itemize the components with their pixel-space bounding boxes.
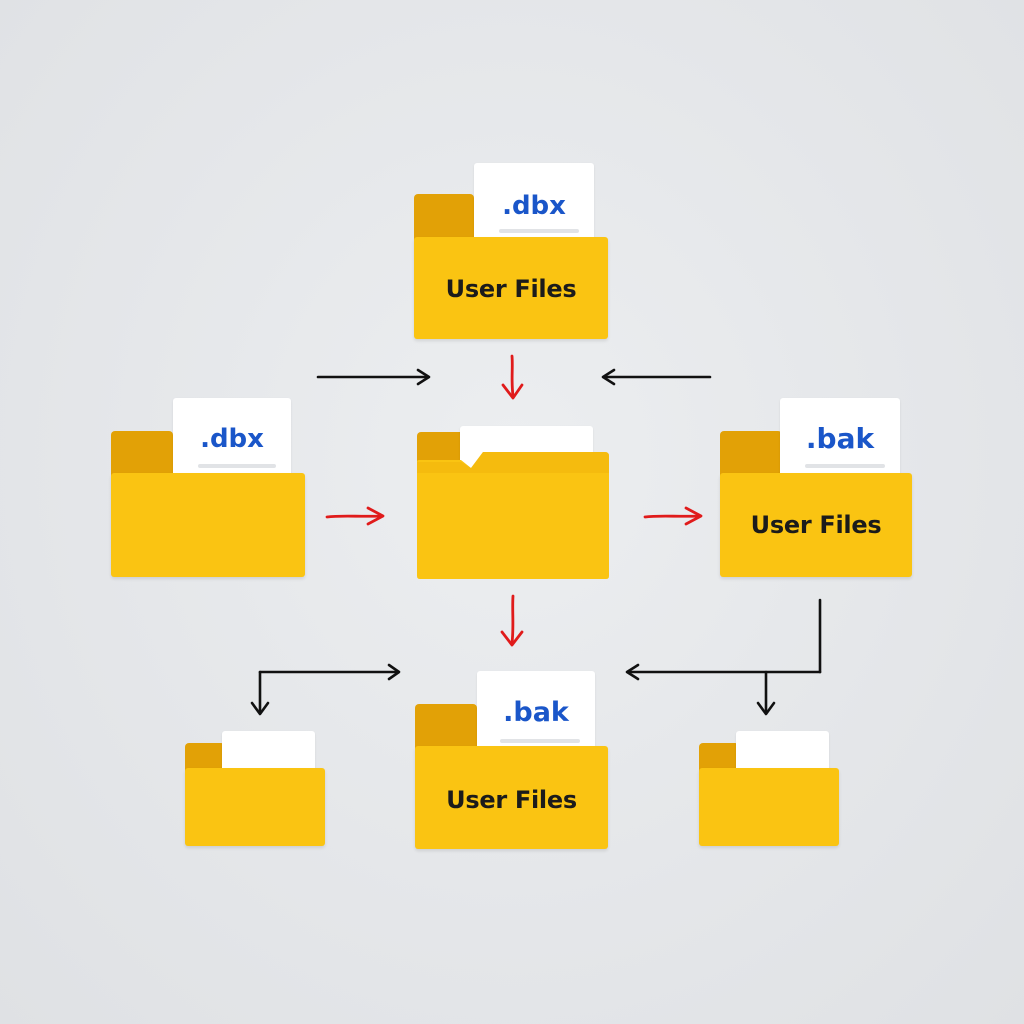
file-sheet: .dbx [474,163,594,245]
folder-body-open [417,452,609,579]
red-arrow-center-to-bottom [500,594,524,647]
file-extension: .bak [805,422,875,455]
file-sheet: .dbx [173,398,291,482]
red-arrow-center-to-right [643,506,703,526]
arrow-right-to-bottom [625,598,822,681]
arrow-right-to-top [601,368,712,386]
file-sheet-line [198,464,276,468]
arrow-left-to-top [316,368,431,386]
folder-body [185,768,325,846]
folder-body: User Files [415,746,608,849]
arrow-to-bottom-right [756,670,776,716]
folder-body: User Files [720,473,912,577]
arrow-split-to-bottom-left [250,663,401,716]
red-arrow-top-to-center [501,354,524,400]
folder-label: User Files [446,786,577,814]
folder-label: User Files [750,511,882,539]
file-sheet-line [805,464,885,468]
file-extension: .dbx [200,424,264,454]
folder-center[interactable] [417,426,609,579]
red-arrow-left-to-center [325,506,385,526]
folder-bottom-left[interactable] [185,731,325,846]
folder-body [111,473,305,577]
file-sheet-line [500,739,580,743]
file-extension: .bak [503,697,569,728]
folder-label: User Files [445,275,577,303]
file-sheet: .bak [780,398,900,482]
folder-top[interactable]: .dbx User Files [414,163,608,339]
folder-bottom-right[interactable] [699,731,839,846]
folder-bottom[interactable]: .bak User Files [415,671,608,849]
folder-body: User Files [414,237,608,339]
folder-left[interactable]: .dbx [111,398,305,577]
file-extension: .dbx [502,191,566,221]
file-sheet: .bak [477,671,595,755]
folder-body [699,768,839,846]
folder-right[interactable]: .bak User Files [720,398,912,577]
file-sheet-line [499,229,579,233]
